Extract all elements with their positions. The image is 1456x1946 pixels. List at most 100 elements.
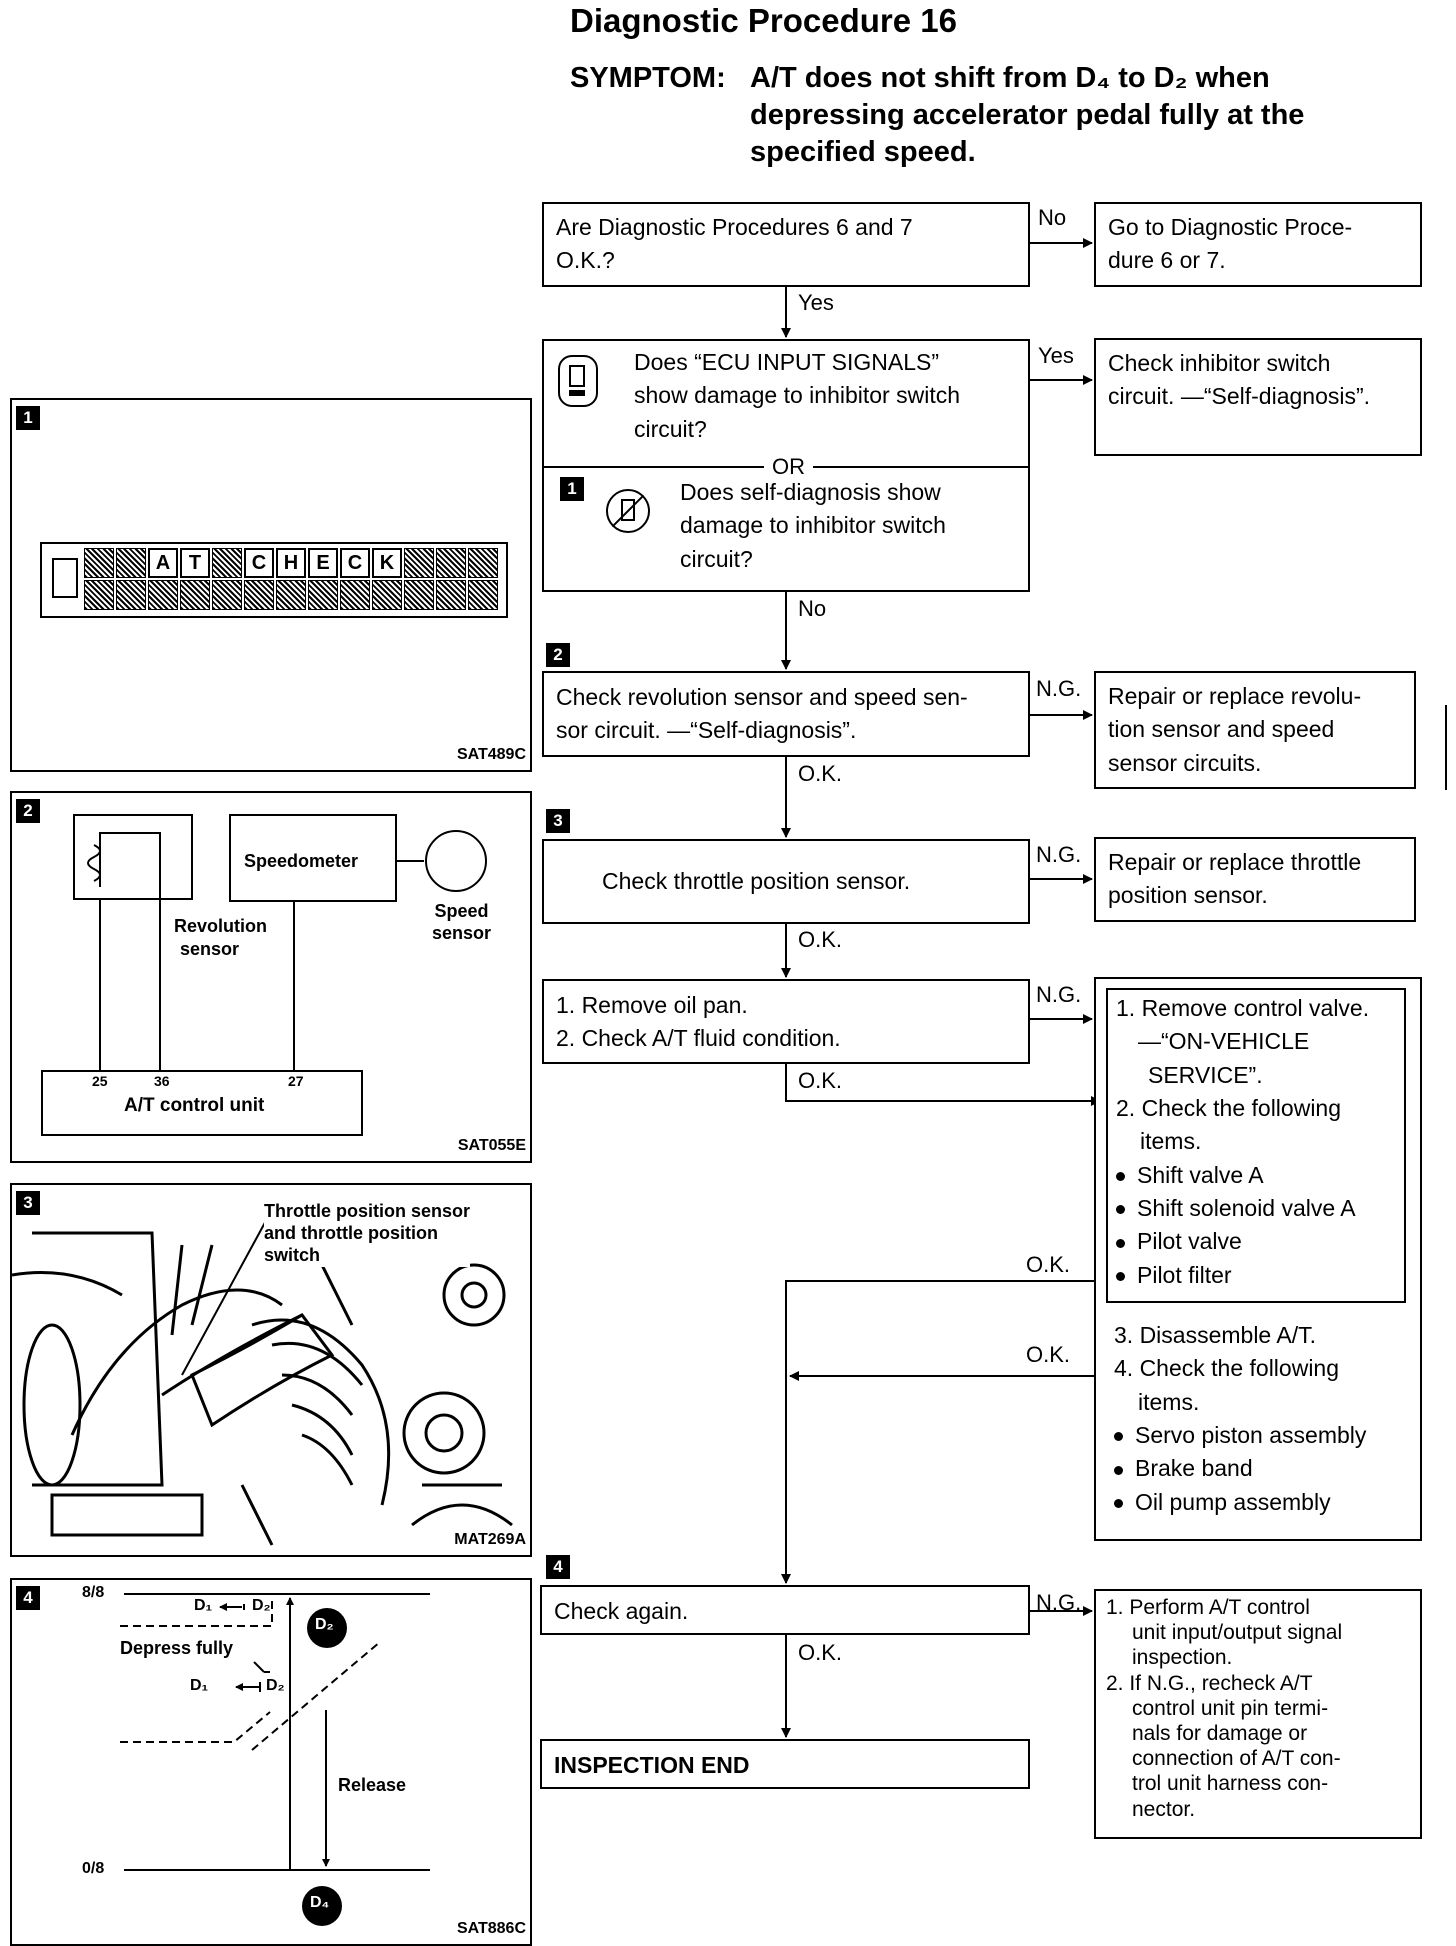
symptom-text: A/T does not shift from D₄ to D₂ when de… [750, 60, 1304, 170]
step-check-revolution-sensor: Check revolution sensor and speed sen- s… [542, 671, 1030, 757]
page-title: Diagnostic Procedure 16 [570, 2, 957, 39]
control-unit-label: A/T control unit [124, 1095, 265, 1116]
box-line: Repair or replace revolu- [1108, 683, 1362, 709]
box-line: control unit pin termi- [1132, 1696, 1329, 1720]
box-line: nector. [1132, 1797, 1196, 1821]
bullet-item: Pilot filter [1116, 1259, 1396, 1292]
action-go-to-procedure: Go to Diagnostic Proce- dure 6 or 7. [1094, 202, 1422, 287]
pin-label: 25 [92, 1073, 108, 1089]
speedometer-box [229, 814, 397, 902]
figure-code: SAT055E [457, 1137, 526, 1154]
box-line: 2. Check A/T fluid condition. [556, 1025, 841, 1052]
label-ok: O.K. [1026, 1342, 1071, 1367]
inner-check-box: 1. Remove control valve. —“ON-VEHICLE SE… [1106, 988, 1406, 1303]
box-line: 2. If N.G., recheck A/T [1106, 1671, 1313, 1695]
label-line: switch [264, 1244, 321, 1265]
d2-label: D₂ [266, 1677, 285, 1694]
box-line: circuit? [680, 545, 753, 572]
box-line: 1. Perform A/T control [1106, 1596, 1310, 1619]
label-line: sensor [180, 939, 240, 960]
box-line: items. [1140, 1128, 1202, 1155]
d2-badge-label: D₂ [315, 1616, 334, 1633]
display-segment [468, 548, 498, 578]
bullet-item: Brake band [1114, 1452, 1366, 1485]
display-char: T [180, 548, 210, 578]
box-line: sensor circuits. [1108, 749, 1262, 776]
coil-icon [87, 844, 101, 882]
box-line: nals for damage or [1132, 1721, 1308, 1745]
step-tag-2: 2 [546, 643, 570, 667]
display-segment [116, 580, 146, 610]
symptom-line: depressing accelerator pedal fully at th… [750, 98, 1305, 131]
symptom-label: SYMPTOM: [570, 62, 726, 94]
display-segment [276, 580, 306, 610]
display-segment [84, 548, 114, 578]
q2a-text: Does “ECU INPUT SIGNALS” show damage to … [634, 346, 960, 446]
display-indicator [52, 558, 78, 598]
box-line: 4. Check the following [1114, 1355, 1340, 1382]
box-line: —“ON-VEHICLE [1138, 1028, 1310, 1055]
display-segment [436, 580, 466, 610]
action-repair-revolution-sensor: Repair or replace revolu- tion sensor an… [1094, 671, 1416, 789]
bullet-text: Oil pump assembly [1135, 1488, 1331, 1515]
step-check-again: Check again. [540, 1585, 1030, 1635]
action-remove-control-valve: 1. Remove control valve. —“ON-VEHICLE SE… [1094, 977, 1422, 1541]
box-line: circuit? [634, 415, 707, 442]
box-line: 2. Check the following [1116, 1095, 1342, 1122]
consult-tool-icon [558, 355, 598, 407]
arrow-s4-ok [785, 1064, 1101, 1106]
bullet-item: Shift valve A [1116, 1159, 1396, 1192]
label-ok: O.K. [798, 1068, 843, 1093]
box-line: inspection. [1132, 1646, 1233, 1670]
speed-sensor-label: Speed sensor [432, 901, 491, 944]
step-tag-1: 1 [560, 477, 584, 501]
box-line: Go to Diagnostic Proce- [1108, 214, 1353, 240]
d4-badge-label: D₄ [310, 1894, 330, 1911]
box-line: 1. Remove control valve. [1116, 995, 1370, 1021]
question-inhibitor-switch: Does “ECU INPUT SIGNALS” show damage to … [542, 339, 1030, 592]
display-segment [212, 580, 242, 610]
display-segment [340, 580, 370, 610]
box-line: 1. Remove oil pan. [556, 992, 748, 1018]
display-char: A [148, 548, 178, 578]
depress-label: Depress fully [120, 1638, 234, 1658]
display-char: E [308, 548, 338, 578]
figure-code: SAT886C [456, 1920, 526, 1937]
display-segment [116, 548, 146, 578]
box-line: dure 6 or 7. [1108, 247, 1226, 274]
box-line: Are Diagnostic Procedures 6 and 7 [556, 214, 913, 240]
box-line: Check inhibitor switch [1108, 350, 1331, 376]
label-yes: Yes [798, 290, 834, 315]
label-ng: N.G. [1036, 1590, 1082, 1615]
shift-schedule-diagram [120, 1593, 430, 1926]
box-line: tion sensor and speed [1108, 716, 1335, 743]
label-ok: O.K. [798, 927, 843, 952]
release-label: Release [338, 1775, 407, 1795]
d2-label: D₂ [252, 1597, 271, 1614]
action-repair-throttle-sensor: Repair or replace throttle position sens… [1094, 837, 1416, 922]
display-segment [180, 580, 210, 610]
q2b-text: Does self-diagnosis show damage to inhib… [680, 476, 946, 576]
box-line: connection of A/T con- [1132, 1747, 1341, 1771]
step-remove-oil-pan: 1. Remove oil pan. 2. Check A/T fluid co… [542, 979, 1030, 1064]
d2-badge [307, 1608, 347, 1648]
upshift-line [251, 1641, 381, 1751]
bullet-text: Shift solenoid valve A [1137, 1195, 1356, 1222]
figure-code: SAT489C [456, 746, 526, 763]
display-segment [84, 580, 114, 610]
label-no: No [798, 596, 827, 621]
panel-tag: 3 [16, 1191, 40, 1215]
panel-sensor-circuit: 2 Speedometer Speed sensor Revolution se… [10, 791, 532, 1163]
no-tools-icon [606, 489, 650, 533]
question-procedures-ok: Are Diagnostic Procedures 6 and 7 O.K.? [542, 202, 1030, 287]
step-tag-4: 4 [546, 1555, 570, 1579]
bullet-item: Shift solenoid valve A [1116, 1192, 1396, 1225]
bullet-item: Oil pump assembly [1114, 1486, 1366, 1519]
box-line: damage to inhibitor switch [680, 512, 946, 539]
box-line: show damage to inhibitor switch [634, 382, 960, 409]
engine-illustration [12, 1216, 513, 1546]
